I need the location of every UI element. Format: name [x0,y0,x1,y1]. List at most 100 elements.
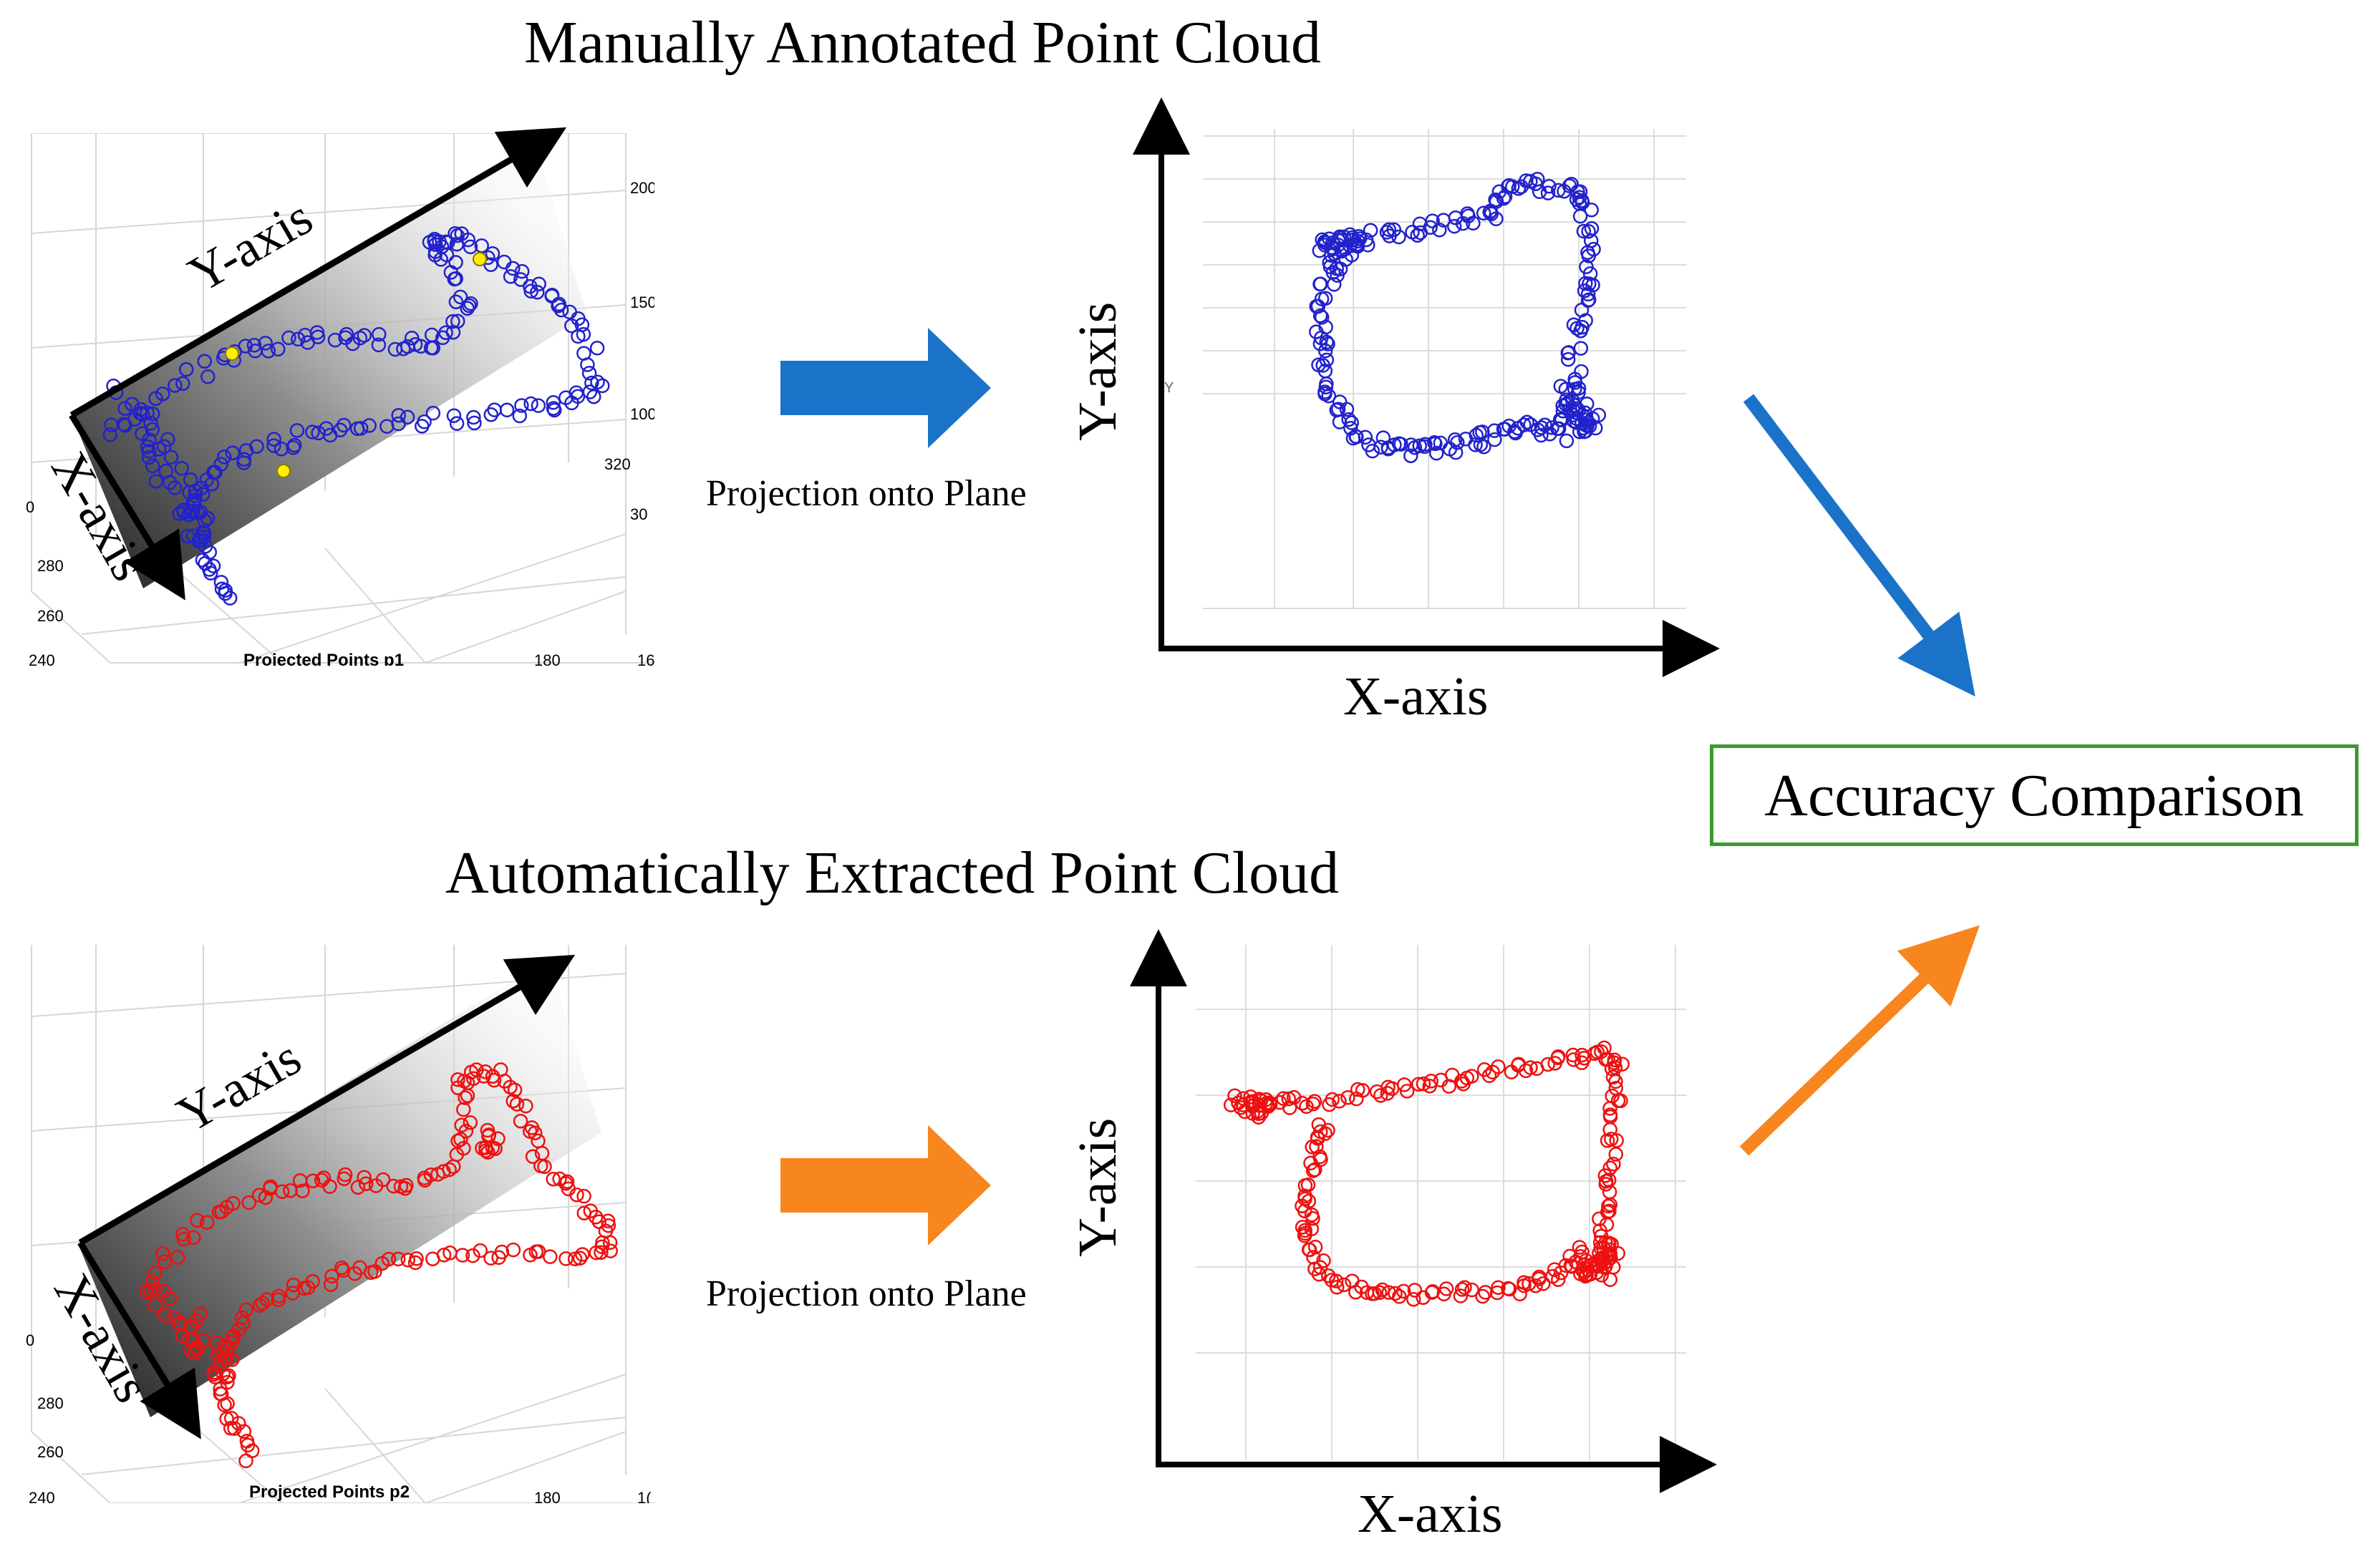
tick-right-320: 320 [604,455,631,473]
data-point [1489,194,1504,209]
data-point [558,1251,574,1266]
data-point [1322,259,1338,275]
data-point [1258,1092,1274,1107]
data-point [1381,222,1397,237]
data-point [1344,415,1360,430]
data-point [1317,384,1332,399]
tick-small-y: Y [1164,380,1174,396]
data-point [188,488,203,503]
data-point [1381,1285,1396,1300]
data-point [1475,1288,1490,1304]
data-point [238,1302,254,1318]
tick-bottom-16: 16 [637,651,654,666]
data-point [1582,276,1597,291]
data-point [220,1374,235,1390]
data-point [216,1366,231,1382]
data-point [1324,248,1339,263]
projection-arrow-orange [780,1125,991,1245]
tick-left-260: 260 [37,1443,64,1461]
data-point [214,1345,229,1361]
data-point [1332,414,1348,429]
data-point [1313,1124,1328,1140]
data-point [1455,215,1471,231]
data-point [576,326,591,342]
panel-3d-automatic-svg: 0 280 260 240 180 1( Projected Points p2 [26,945,654,1503]
data-point [1304,1207,1320,1223]
data-point [1319,352,1335,368]
data-point [1523,173,1538,189]
arrow-to-comparison-orange [1739,925,1980,1156]
data-point [1425,213,1440,228]
projection-plane [79,959,601,1417]
data-point [1482,205,1497,220]
data-point [203,565,218,581]
data-point [236,1424,252,1439]
projected-points-manual [1309,172,1607,463]
data-point [580,357,595,372]
data-point [572,1251,588,1266]
data-point [600,1213,616,1229]
tick-left-240: 240 [29,651,55,666]
data-point [559,1174,575,1189]
data-point [1373,1088,1388,1103]
data-point [1407,1283,1423,1298]
data-point [400,1253,416,1268]
data-point [220,1396,235,1412]
data-point [1491,1280,1506,1295]
data-point [1523,1060,1538,1075]
highlight-point [225,346,239,361]
data-point [1345,230,1360,246]
tick-right-30: 30 [630,505,647,523]
data-point [1596,1250,1611,1265]
accuracy-comparison-box: Accuracy Comparison [1710,744,2359,846]
data-point [1304,1221,1320,1237]
data-point [352,1260,367,1276]
data-point [1540,1057,1556,1072]
data-point [1464,1069,1479,1084]
data-point [581,366,597,381]
tick-bottom-180: 180 [534,1489,561,1503]
data-point [1306,1250,1321,1265]
data-point [1433,435,1448,451]
projected-points-automatic [1223,1040,1630,1307]
data-point [185,528,201,543]
data-point [353,421,369,436]
data-point [1511,181,1527,196]
data-point [266,432,281,447]
data-point [1580,418,1595,434]
panel-3d-manual-svg: 0 280 260 240 200 150 100 320 30 180 16 … [26,133,654,666]
data-point [575,1247,590,1262]
data-point [1615,1057,1630,1072]
data-point [311,425,326,441]
data-point [1608,1147,1624,1162]
label-y-axis-2d-top: Y-axis [1068,302,1128,441]
data-point [1602,1272,1618,1287]
tick-left-edge: 0 [26,498,34,516]
data-point [1328,1273,1344,1288]
data-point [255,1296,270,1311]
data-point [1336,1277,1352,1293]
data-point [1223,1097,1239,1112]
data-point [222,591,238,606]
data-point [1584,221,1600,236]
data-point [1607,1052,1622,1067]
data-point [1313,276,1328,292]
data-point [390,1251,406,1267]
data-point [1458,432,1474,447]
data-point [1476,440,1491,455]
data-point [558,390,574,405]
panel-2d-automatic [1146,931,1733,1475]
data-point [236,452,252,467]
panel-3d-automatic: 0 280 260 240 180 1( Projected Points p2 [24,945,654,1503]
data-point [1551,1049,1566,1064]
data-point [586,389,601,404]
projection-plane [72,142,587,588]
data-point [425,1251,440,1266]
data-point [1406,1291,1421,1307]
data-point [1602,1197,1618,1213]
data-point [1355,1083,1370,1098]
data-point [1258,1096,1274,1112]
tick-right-150: 150 [630,293,654,311]
data-point [1410,228,1425,243]
data-point [1375,430,1391,445]
